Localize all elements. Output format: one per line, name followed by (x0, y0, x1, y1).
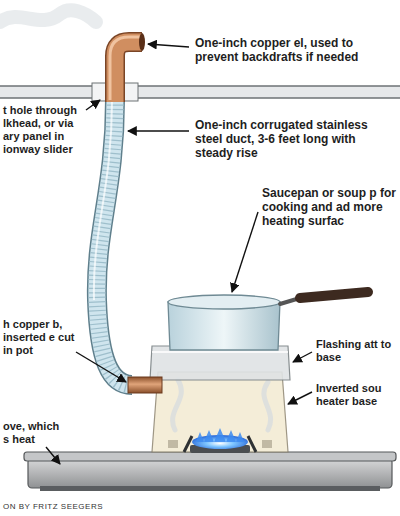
callout-label: Flashing att to base (316, 338, 398, 364)
credit-text: ON BY FRITZ SEEGERS (3, 502, 203, 512)
callout-label: Saucepan or soup p for cooking and ad mo… (262, 186, 396, 228)
callout-label: Inverted sou heater base (316, 382, 398, 408)
callout-label: One-inch corrugated stainless steel duct… (195, 118, 395, 160)
callout-label: One-inch copper el, used to prevent back… (195, 36, 395, 64)
callout-label: ove, which s heat (3, 420, 65, 446)
callout-label: t hole through lkhead, or via ary panel … (3, 104, 87, 156)
callout-label: h copper b, inserted e cut in pot (3, 318, 75, 357)
